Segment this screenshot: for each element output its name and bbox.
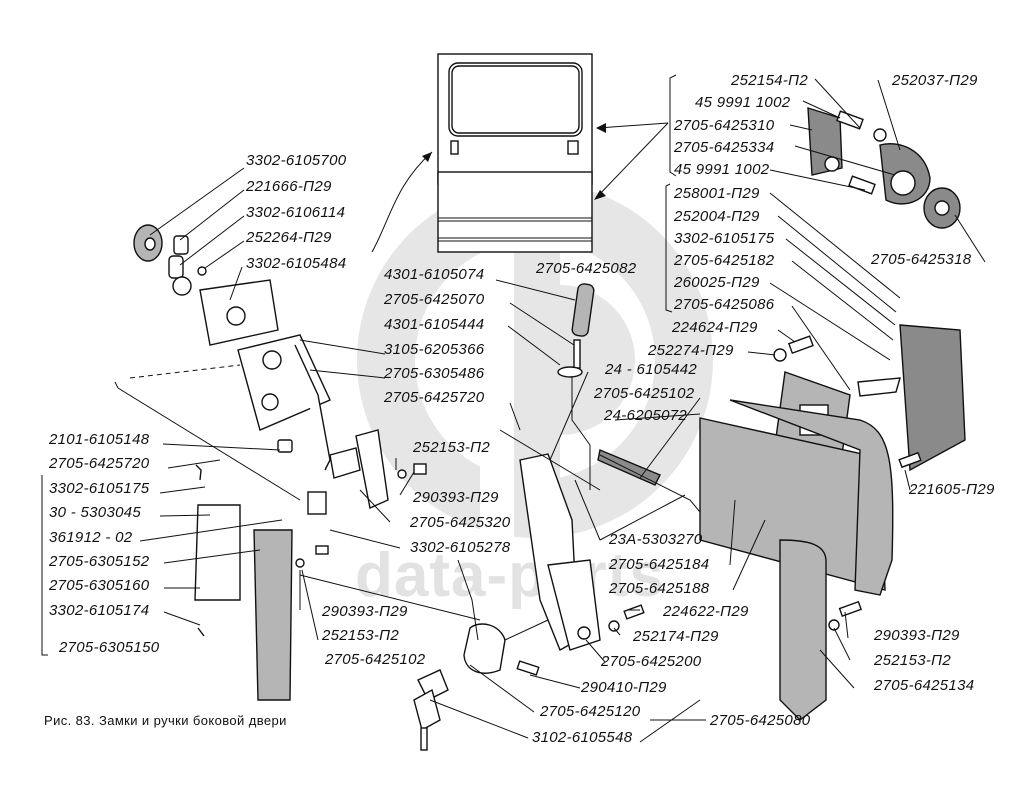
label-260025-p29: 260025-П29 (674, 274, 760, 291)
label-4301-6105444: 4301-6105444 (384, 316, 485, 333)
label-252264-p29: 252264-П29 (246, 229, 332, 246)
label-3302-6106114: 3302-6106114 (246, 204, 346, 221)
label-2705-6425120: 2705-6425120 (540, 703, 641, 720)
label-2101-6105148: 2101-6105148 (49, 431, 150, 448)
label-3102-6105548: 3102-6105548 (532, 729, 633, 746)
label-2705-6305150: 2705-6305150 (59, 639, 160, 656)
label-2705-6425070: 2705-6425070 (384, 291, 485, 308)
label-2705-6425102-upper: 2705-6425102 (594, 385, 695, 402)
label-30-5303045: 30 - 5303045 (49, 504, 142, 521)
label-221666-p29: 221666-П29 (246, 178, 332, 195)
label-3302-6105175-left: 3302-6105175 (49, 480, 150, 497)
label-2705-6305486: 2705-6305486 (384, 365, 485, 382)
label-252037-p29: 252037-П29 (892, 72, 978, 89)
label-224624-p29: 224624-П29 (672, 319, 758, 336)
label-3302-6105278: 3302-6105278 (410, 539, 511, 556)
label-3302-6105484: 3302-6105484 (246, 255, 347, 272)
label-290410-p29: 290410-П29 (581, 679, 667, 696)
label-252153-p2-center: 252153-П2 (413, 439, 490, 456)
label-2705-6425188: 2705-6425188 (609, 580, 710, 597)
label-3302-6105175-right: 3302-6105175 (674, 230, 775, 247)
label-361912-02: 361912 - 02 (49, 529, 133, 546)
label-2705-6425310: 2705-6425310 (674, 117, 775, 134)
label-3302-6105700: 3302-6105700 (246, 152, 347, 169)
label-45-9991-1002-upper: 45 9991 1002 (695, 94, 791, 111)
label-24-6105442: 24 - 6105442 (605, 361, 698, 378)
label-252153-p2-left: 252153-П2 (322, 627, 399, 644)
label-252154-p2: 252154-П2 (731, 72, 808, 89)
label-290393-p29-center: 290393-П29 (413, 489, 499, 506)
label-252004-p29: 252004-П29 (674, 208, 760, 225)
label-290393-p29-right: 290393-П29 (874, 627, 960, 644)
label-224622-p29: 224622-П29 (663, 603, 749, 620)
label-2705-6425182: 2705-6425182 (674, 252, 775, 269)
door-illustration (437, 53, 593, 253)
label-2705-6425080: 2705-6425080 (710, 712, 811, 729)
label-252274-p29: 252274-П29 (648, 342, 734, 359)
label-2705-6425102-lower: 2705-6425102 (325, 651, 426, 668)
label-2705-6425134: 2705-6425134 (874, 677, 975, 694)
label-290393-p29-left: 290393-П29 (322, 603, 408, 620)
label-252153-p2-right: 252153-П2 (874, 652, 951, 669)
label-2705-6425200: 2705-6425200 (601, 653, 702, 670)
label-2705-6425320: 2705-6425320 (410, 514, 511, 531)
label-252174-p29: 252174-П29 (633, 628, 719, 645)
label-2705-6425318: 2705-6425318 (871, 251, 972, 268)
label-4301-6105074: 4301-6105074 (384, 266, 485, 283)
label-3105-6205366: 3105-6205366 (384, 341, 485, 358)
label-2705-6305152: 2705-6305152 (49, 553, 150, 570)
label-23a-5303270: 23А-5303270 (609, 531, 703, 548)
label-45-9991-1002-lower: 45 9991 1002 (674, 161, 770, 178)
figure-caption: Рис. 83. Замки и ручки боковой двери (44, 713, 287, 728)
label-2705-6425334: 2705-6425334 (674, 139, 775, 156)
label-2705-6425086: 2705-6425086 (674, 296, 775, 313)
label-24-6205072: 24-6205072 (604, 407, 688, 424)
label-2705-6425082: 2705-6425082 (536, 260, 637, 277)
label-2705-6425720-upper: 2705-6425720 (384, 389, 485, 406)
label-2705-6425184: 2705-6425184 (609, 556, 710, 573)
label-2705-6305160: 2705-6305160 (49, 577, 150, 594)
watermark-text: data-parts (355, 541, 665, 610)
label-258001-p29: 258001-П29 (674, 185, 760, 202)
label-221605-p29: 221605-П29 (909, 481, 995, 498)
label-3302-6105174: 3302-6105174 (49, 602, 150, 619)
label-2705-6425720-lower: 2705-6425720 (49, 455, 150, 472)
